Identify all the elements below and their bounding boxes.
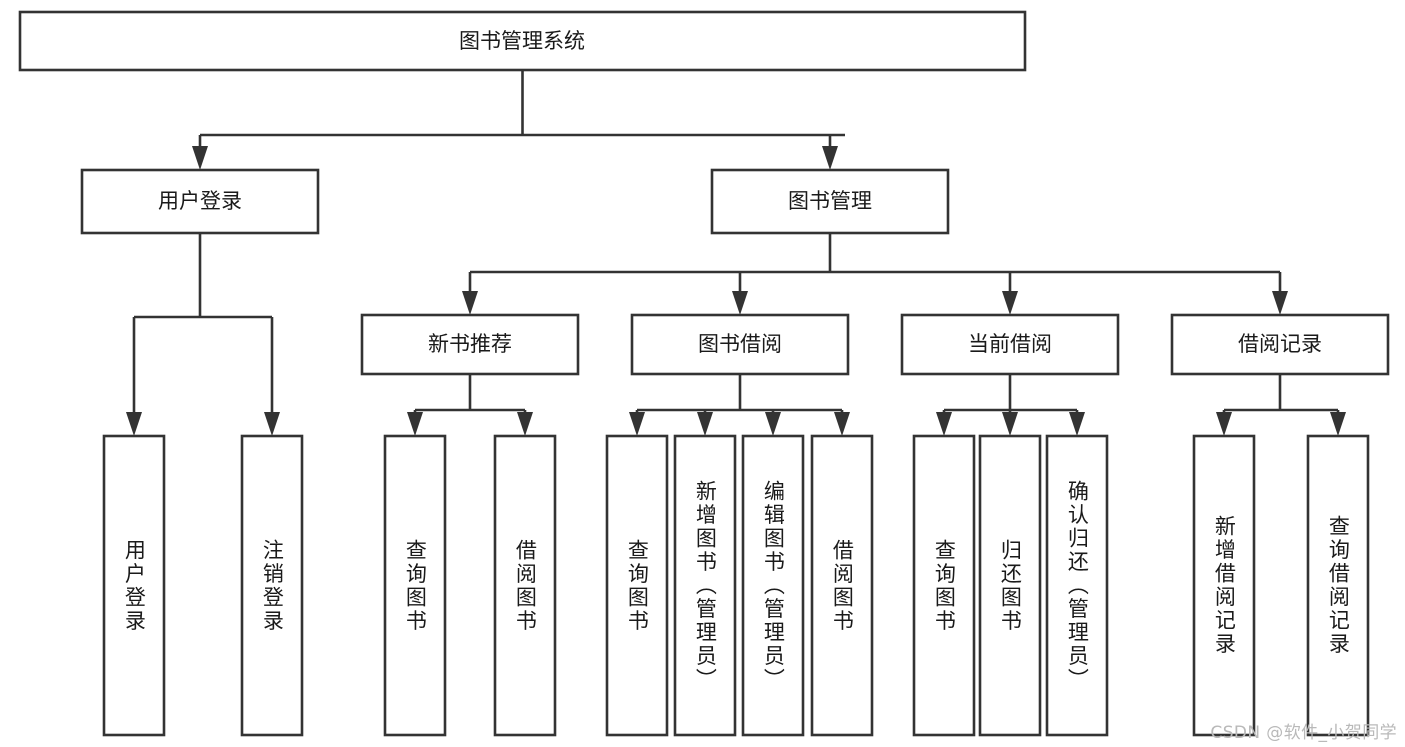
node-leaf-borrow-book-1-box[interactable] <box>493 434 557 737</box>
node-leaf-add-book-box[interactable] <box>673 434 737 737</box>
node-book-manage-label: 图书管理 <box>788 189 872 213</box>
arrow-leaf-query-book-1 <box>407 412 423 436</box>
arrow-leaf-confirm-return <box>1069 412 1085 436</box>
node-user-login-label: 用户登录 <box>158 189 242 213</box>
node-leaf-return-book-box[interactable] <box>978 434 1042 737</box>
node-leaf-confirm-return-box[interactable] <box>1045 434 1109 737</box>
node-leaf-query-book-2-box[interactable] <box>605 434 669 737</box>
node-book-borrow-box[interactable] <box>630 313 850 376</box>
node-root-box[interactable] <box>18 10 1027 72</box>
node-current-borrow-box[interactable] <box>900 313 1120 376</box>
node-leaf-query-record-box[interactable] <box>1306 434 1370 737</box>
node-leaf-query-book-3-box[interactable] <box>912 434 976 737</box>
node-book-borrow-label: 图书借阅 <box>698 332 782 356</box>
arrow-leaf-borrow-book-1 <box>517 412 533 436</box>
node-leaf-borrow-book-2-box[interactable] <box>810 434 874 737</box>
node-leaf-add-record-box[interactable] <box>1192 434 1256 737</box>
arrow-leaf-query-book-3 <box>936 412 952 436</box>
node-box-layer <box>18 10 1390 737</box>
node-current-borrow-label: 当前借阅 <box>968 332 1052 356</box>
arrow-leaf-borrow-book-2 <box>834 412 850 436</box>
node-book-manage-box[interactable] <box>710 168 950 235</box>
arrow-to-borrow-record <box>1272 291 1288 315</box>
arrow-leaf-query-book-2 <box>629 412 645 436</box>
node-root-label: 图书管理系统 <box>459 29 585 53</box>
arrow-to-current-borrow <box>1002 291 1018 315</box>
node-leaf-edit-book-box[interactable] <box>741 434 805 737</box>
arrow-to-new-book <box>462 291 478 315</box>
arrow-leaf-add-book <box>697 412 713 436</box>
arrow-leaf-return-book <box>1002 412 1018 436</box>
arrow-leaf-logout-login <box>264 412 280 436</box>
node-user-login-box[interactable] <box>80 168 320 235</box>
arrow-leaf-add-record <box>1216 412 1232 436</box>
arrow-leaf-user-login <box>126 412 142 436</box>
arrow-leaf-query-record <box>1330 412 1346 436</box>
node-borrow-record-label: 借阅记录 <box>1238 332 1322 356</box>
horizontal-label-layer: 图书管理系统 用户登录 图书管理 新书推荐 图书借阅 当前借阅 借阅记录 <box>158 29 1322 356</box>
node-leaf-query-book-1-box[interactable] <box>383 434 447 737</box>
node-leaf-user-login-box[interactable] <box>102 434 166 737</box>
node-leaf-logout-login-box[interactable] <box>240 434 304 737</box>
arrow-to-book-borrow <box>732 291 748 315</box>
watermark-text: CSDN @软件_小贺同学 <box>1210 723 1397 743</box>
arrow-to-book-manage <box>822 146 838 170</box>
node-borrow-record-box[interactable] <box>1170 313 1390 376</box>
connector-layer <box>126 70 1346 436</box>
node-new-book-recommend-label: 新书推荐 <box>428 332 512 356</box>
arrow-to-user-login <box>192 146 208 170</box>
arrow-leaf-edit-book <box>765 412 781 436</box>
node-new-book-recommend-box[interactable] <box>360 313 580 376</box>
